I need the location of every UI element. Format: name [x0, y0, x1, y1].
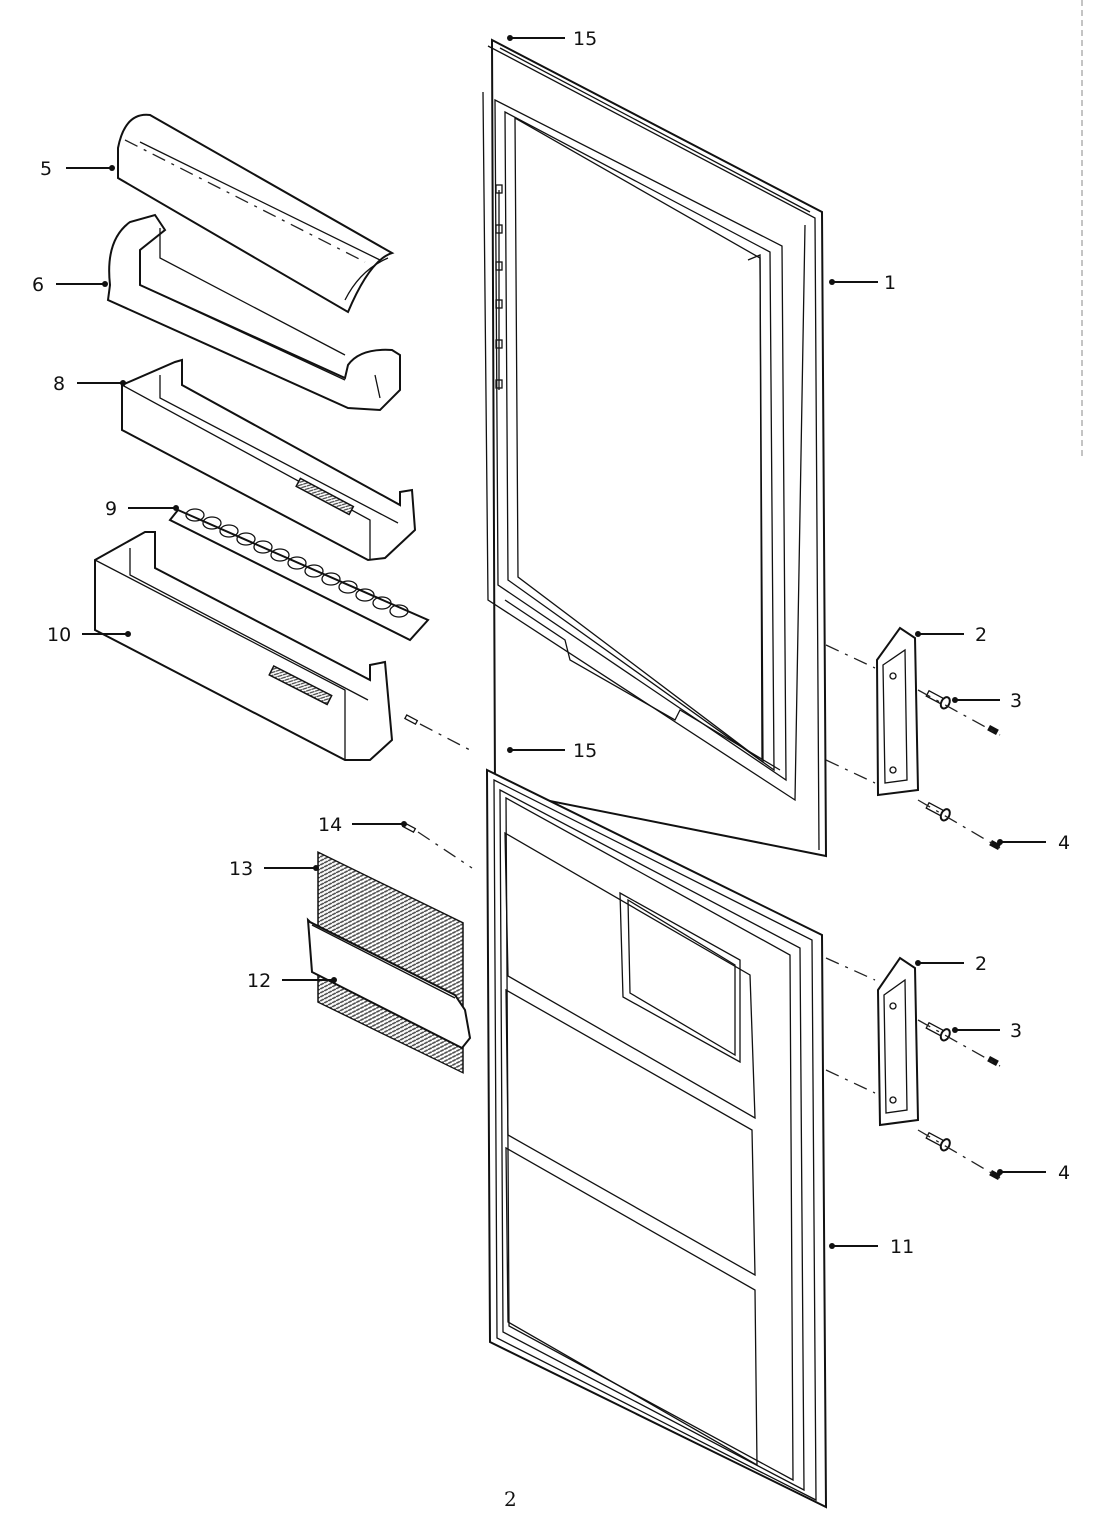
callout-5: 5: [40, 158, 52, 180]
callout-4-bottom: 4: [1058, 1162, 1070, 1184]
page-number: 2: [504, 1487, 517, 1511]
callout-4-top: 4: [1058, 832, 1070, 854]
callout-8: 8: [53, 373, 65, 395]
egg-tray-part-9: [168, 508, 430, 642]
shelf-cover-part-5: [117, 113, 395, 314]
callout-2-top: 2: [975, 624, 987, 646]
upper-door: [482, 38, 828, 858]
assembly-lines: [417, 644, 1001, 1179]
callout-15-bottom: 15: [573, 740, 597, 762]
callout-3-bottom: 3: [1010, 1020, 1022, 1042]
callout-1: 1: [884, 272, 896, 294]
hinge-lower: [876, 956, 920, 1127]
callout-3-top: 3: [1010, 690, 1022, 712]
hinge-upper: [875, 626, 920, 797]
callout-13: 13: [229, 858, 253, 880]
callout-14: 14: [318, 814, 342, 836]
callout-10: 10: [47, 624, 71, 646]
large-bin-part-10: [94, 531, 394, 761]
callout-labels: 15 5 6 1 8 9 10 2 3 15 14 4 13 2 12 3 4 …: [32, 28, 1070, 1258]
callout-15-top: 15: [573, 28, 597, 50]
callout-11: 11: [890, 1236, 914, 1258]
door-bin-part-8: [121, 358, 417, 562]
callout-leaders: [56, 35, 1046, 1249]
callout-12: 12: [247, 970, 271, 992]
door-shelf-part-6: [106, 213, 401, 412]
lower-door: [485, 768, 828, 1509]
callout-6: 6: [32, 274, 44, 296]
callout-2-bottom: 2: [975, 953, 987, 975]
callout-9: 9: [105, 498, 117, 520]
trim-part-12: [306, 917, 472, 1050]
